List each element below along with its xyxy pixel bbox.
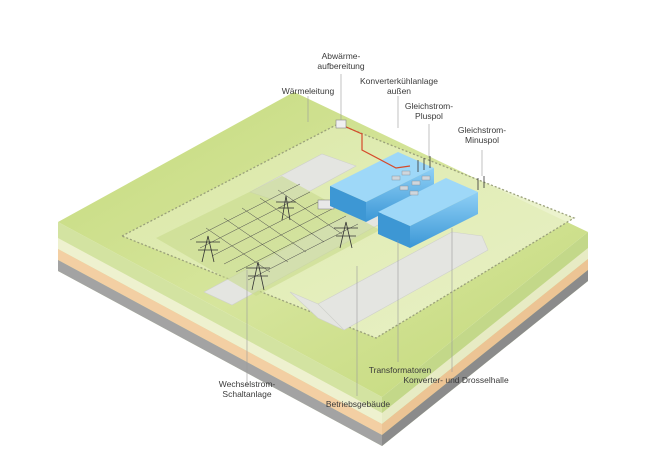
pylon-3	[246, 261, 270, 291]
label-konverter-drosselhalle: Konverter- und Drosselhalle	[403, 375, 509, 385]
label-konverterkuehlanlage: Konverterkühlanlage außen	[360, 76, 438, 96]
pylons	[196, 195, 358, 291]
label-betriebsgebaeude: Betriebsgebäude	[325, 399, 391, 409]
perimeter-fence	[120, 123, 576, 339]
label-wechselstrom-schaltanlage: Wechselstrom- Schaltanlage	[218, 379, 276, 399]
switchyard-grid	[189, 183, 359, 281]
heat-recovery-unit	[335, 119, 347, 129]
pylon-1	[276, 195, 296, 221]
label-gleichstrom-pluspol: Gleichstrom- Pluspol	[404, 101, 454, 121]
cooling-units	[391, 170, 431, 196]
label-abwaerme: Abwärme- aufbereitung	[317, 51, 365, 71]
heat-pipe	[343, 125, 411, 169]
label-transformatoren: Transformatoren	[368, 365, 432, 375]
pylon-4	[334, 221, 358, 249]
label-waermeleitung: Wärmeleitung	[281, 86, 335, 96]
label-gleichstrom-minuspol: Gleichstrom- Minuspol	[457, 125, 507, 145]
ground-layers	[58, 222, 588, 446]
dc-terminals	[417, 156, 485, 190]
leader-lines	[246, 74, 483, 396]
pylon-2	[196, 235, 220, 263]
converter-halls	[330, 152, 478, 248]
